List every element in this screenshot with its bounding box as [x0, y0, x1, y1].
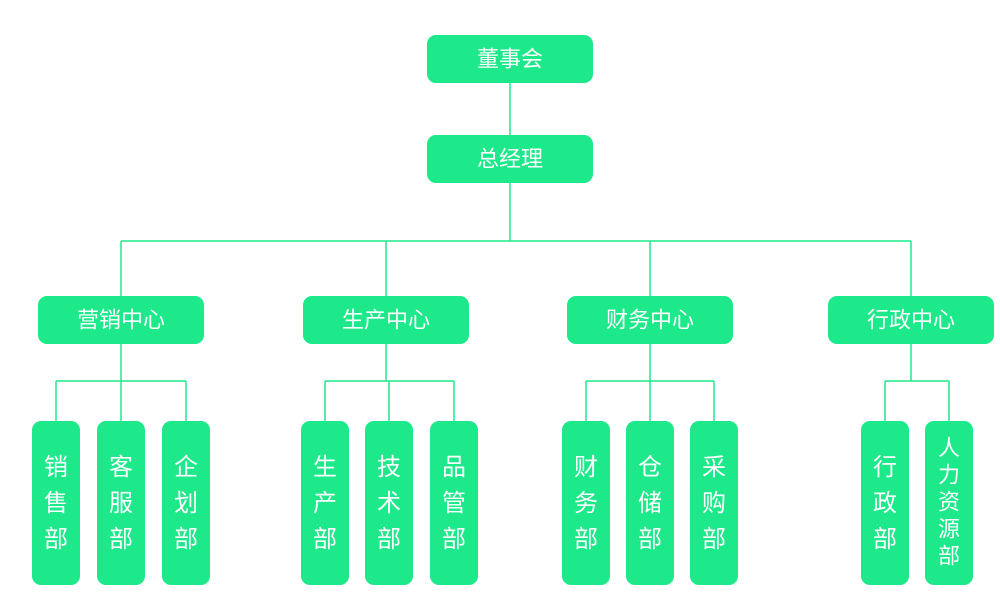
- node-board: 董事会: [427, 35, 593, 83]
- node-general-manager: 总经理: [427, 135, 593, 183]
- node-center-2-box: [303, 296, 469, 344]
- node-center-1-box: [38, 296, 204, 344]
- node-center-1-label: 营销中心: [77, 309, 165, 334]
- node-center-3-label: 财务中心: [606, 309, 694, 334]
- node-dept-1-3-label: 企划部: [174, 453, 198, 553]
- node-dept-2-1-box: [301, 421, 349, 585]
- node-dept-2-2: 技术部: [365, 421, 413, 585]
- node-dept-1-1: 销售部: [32, 421, 80, 585]
- node-dept-4-2-label: 人力资源部: [938, 437, 960, 570]
- node-dept-1-2-box: [97, 421, 145, 585]
- node-dept-4-2-box: [925, 421, 973, 585]
- node-center-4-box: [828, 296, 994, 344]
- node-dept-2-3-box: [430, 421, 478, 585]
- node-dept-4-2: 人力资源部: [925, 421, 973, 585]
- node-dept-3-1-box: [562, 421, 610, 585]
- node-dept-1-1-box: [32, 421, 80, 585]
- node-dept-3-3-box: [690, 421, 738, 585]
- node-center-1: 营销中心: [38, 296, 204, 344]
- node-dept-3-3: 采购部: [690, 421, 738, 585]
- node-dept-2-1-label: 生产部: [313, 453, 337, 553]
- node-center-2: 生产中心: [303, 296, 469, 344]
- node-dept-4-1-box: [861, 421, 909, 585]
- node-board-box: [427, 35, 593, 83]
- node-dept-3-2-box: [626, 421, 674, 585]
- node-dept-3-1: 财务部: [562, 421, 610, 585]
- node-dept-3-2-label: 仓储部: [638, 453, 662, 553]
- node-dept-3-2: 仓储部: [626, 421, 674, 585]
- node-dept-1-3-box: [162, 421, 210, 585]
- node-dept-4-1: 行政部: [861, 421, 909, 585]
- node-board-label: 董事会: [477, 48, 543, 73]
- node-dept-1-1-label: 销售部: [44, 453, 68, 553]
- node-center-4-label: 行政中心: [867, 309, 955, 334]
- node-dept-2-3-label: 品管部: [442, 453, 466, 553]
- node-dept-1-2-label: 客服部: [109, 453, 133, 553]
- node-dept-1-3: 企划部: [162, 421, 210, 585]
- node-general-manager-box: [427, 135, 593, 183]
- node-dept-2-1: 生产部: [301, 421, 349, 585]
- node-dept-3-3-label: 采购部: [702, 453, 726, 553]
- node-center-2-label: 生产中心: [342, 309, 430, 334]
- node-general-manager-label: 总经理: [477, 148, 543, 173]
- node-dept-2-2-label: 技术部: [377, 453, 401, 553]
- node-dept-3-1-label: 财务部: [574, 453, 598, 553]
- node-center-3: 财务中心: [567, 296, 733, 344]
- node-dept-2-2-box: [365, 421, 413, 585]
- node-center-4: 行政中心: [828, 296, 994, 344]
- node-dept-1-2: 客服部: [97, 421, 145, 585]
- node-dept-2-3: 品管部: [430, 421, 478, 585]
- node-dept-4-1-label: 行政部: [873, 453, 897, 553]
- node-center-3-box: [567, 296, 733, 344]
- connector-lines: [55, 82, 950, 421]
